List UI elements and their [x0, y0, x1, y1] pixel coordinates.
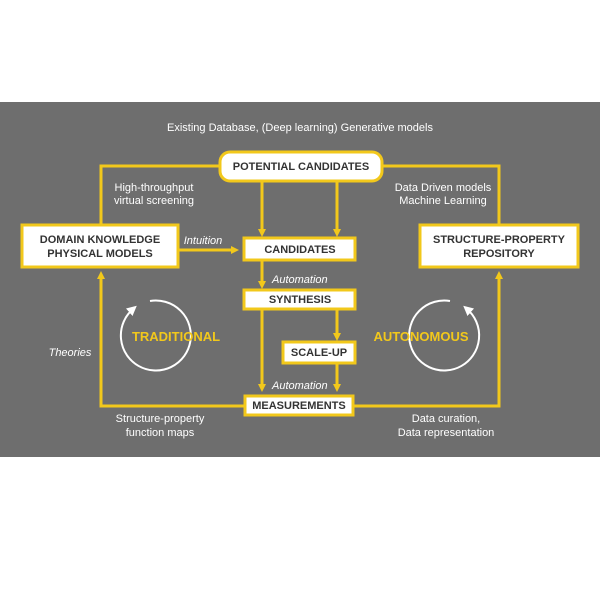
- domain-knowledge-box: DOMAIN KNOWLEDGE PHYSICAL MODELS: [20, 223, 180, 269]
- structure-property-label-2: REPOSITORY: [463, 248, 535, 260]
- automation-label-2: Automation: [271, 380, 328, 392]
- automation-label-1: Automation: [271, 274, 328, 286]
- arrow-measurements-to-domain: [97, 271, 245, 408]
- theories-label: Theories: [49, 347, 92, 359]
- structure-property-box: STRUCTURE-PROPERTY REPOSITORY: [418, 223, 580, 269]
- domain-knowledge-label-2: PHYSICAL MODELS: [47, 248, 153, 260]
- data-curation-line-2: Data representation: [398, 427, 495, 439]
- domain-knowledge-label-1: DOMAIN KNOWLEDGE: [40, 234, 160, 246]
- connector-potential-to-right: [382, 164, 501, 226]
- connector-potential-to-left: [99, 164, 220, 224]
- potential-candidates-label: POTENTIAL CANDIDATES: [233, 161, 370, 173]
- data-curation-line-1: Data curation,: [412, 413, 480, 425]
- autonomous-label: AUTONOMOUS: [373, 329, 468, 344]
- structure-property-label-1: STRUCTURE-PROPERTY: [433, 234, 566, 246]
- data-driven-line-1: Data Driven models: [395, 182, 492, 194]
- candidates-label: CANDIDATES: [264, 244, 335, 256]
- arrow-measurements-to-repository: [353, 271, 503, 408]
- data-driven-line-2: Machine Learning: [399, 195, 486, 207]
- candidates-box: CANDIDATES: [242, 236, 357, 262]
- measurements-box: MEASUREMENTS: [243, 394, 355, 417]
- autonomous-cycle-arrow: [408, 299, 481, 372]
- measurements-label: MEASUREMENTS: [252, 400, 346, 412]
- traditional-cycle-arrow: [119, 299, 192, 372]
- header-text: Existing Database, (Deep learning) Gener…: [167, 122, 433, 134]
- high-throughput-line-1: High-throughput: [115, 182, 194, 194]
- synthesis-label: SYNTHESIS: [269, 294, 331, 306]
- intuition-label: Intuition: [184, 235, 223, 247]
- traditional-label: TRADITIONAL: [132, 329, 220, 344]
- structure-function-line-2: function maps: [126, 427, 195, 439]
- scale-up-label: SCALE-UP: [291, 347, 347, 359]
- structure-function-line-1: Structure-property: [116, 413, 205, 425]
- potential-candidates-box: POTENTIAL CANDIDATES: [218, 150, 384, 183]
- high-throughput-line-2: virtual screening: [114, 195, 194, 207]
- scale-up-box: SCALE-UP: [281, 340, 357, 365]
- synthesis-box: SYNTHESIS: [242, 288, 357, 311]
